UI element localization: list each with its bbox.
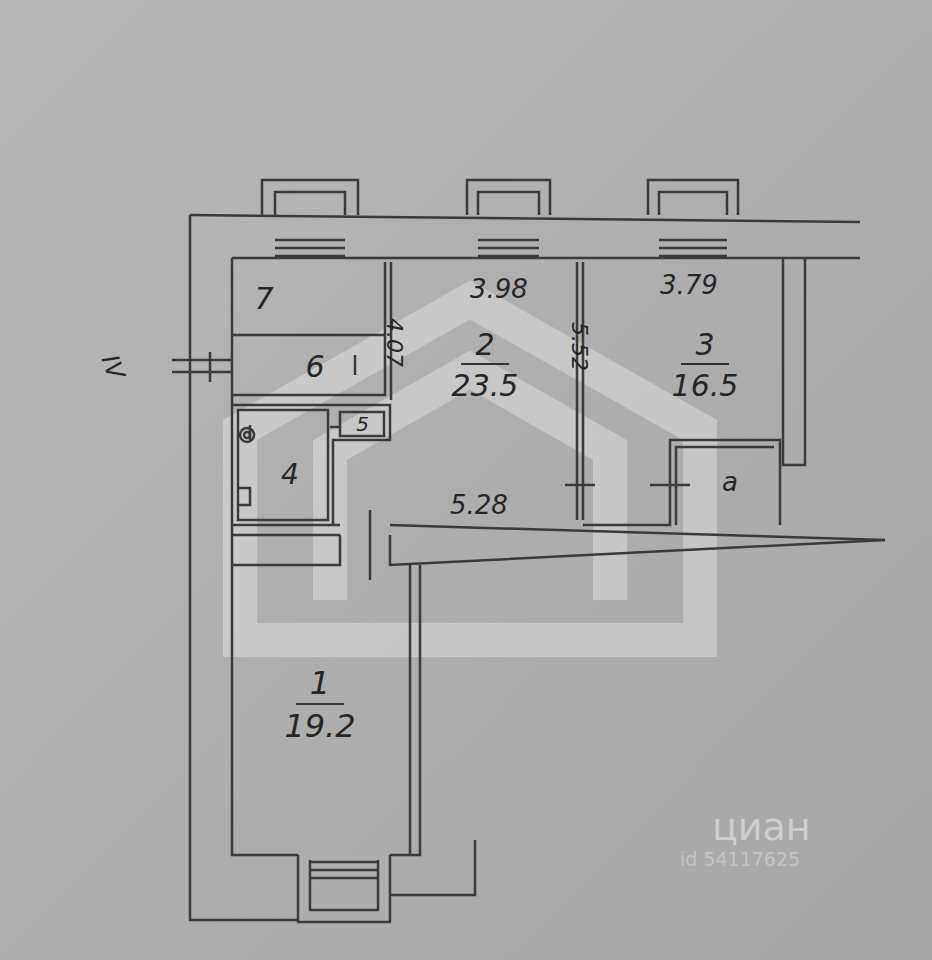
room: а <box>690 452 770 512</box>
room-number: 5 <box>356 413 369 435</box>
room-number: 4 <box>281 460 299 491</box>
room: 6 <box>280 340 350 392</box>
dimension-label: 5.28 <box>450 492 508 518</box>
room: 5 <box>342 413 383 435</box>
room-number: 6 <box>305 350 324 383</box>
room: 4 <box>255 440 325 510</box>
room-number: 1 <box>296 666 344 705</box>
room: 119.2 <box>240 620 400 790</box>
room-number: 7 <box>254 282 273 315</box>
dimension-label: 4.07 <box>383 318 405 367</box>
room-number: 3 <box>681 328 728 365</box>
room-number: а <box>722 468 738 497</box>
dimension-label: 3.98 <box>470 276 528 302</box>
walls <box>172 180 885 922</box>
room-area: 16.5 <box>672 369 739 402</box>
room: 223.5 <box>400 300 570 430</box>
watermark: id 54117625 <box>680 850 800 869</box>
section-mark: IV <box>97 352 128 382</box>
dimension-label: 3.79 <box>660 272 718 298</box>
room: 7 <box>234 262 294 334</box>
room: 316.5 <box>630 300 780 430</box>
watermark-logo <box>240 300 700 640</box>
room-area: 23.5 <box>452 369 519 402</box>
room-area: 19.2 <box>284 709 355 744</box>
watermark: циан <box>712 808 811 846</box>
dimension-label: 5.52 <box>568 322 590 371</box>
room-number: 2 <box>461 328 508 365</box>
